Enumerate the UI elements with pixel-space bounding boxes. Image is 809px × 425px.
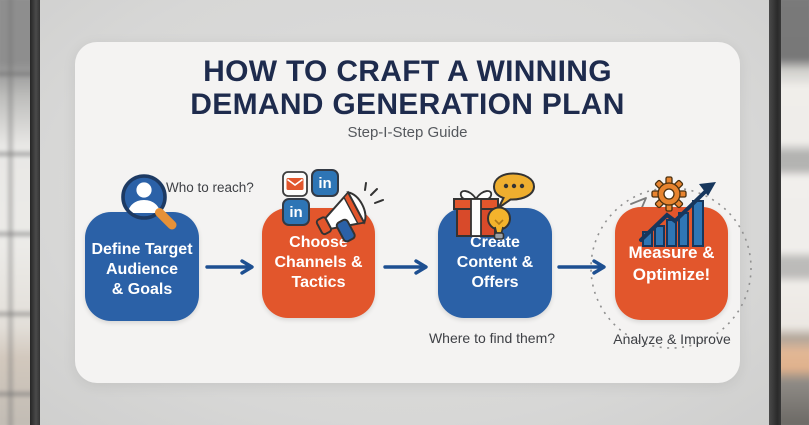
poster-card: HOW TO CRAFT A WINNING DEMAND GENERATION… [75, 42, 752, 383]
step4-line1: Measure & [628, 242, 715, 262]
flow-arrow-3 [557, 259, 611, 280]
linkedin-text: in [289, 203, 303, 221]
board-frame-right [769, 0, 781, 425]
title-line-2: DEMAND GENERATION PLAN [190, 88, 625, 121]
lightbulb-icon [484, 205, 514, 248]
flow-arrow-1 [205, 259, 259, 280]
linkedin-text: in [318, 174, 332, 192]
linkedin-icon: in [282, 198, 310, 226]
linkedin-icon: in [311, 169, 339, 197]
step3-line3: Offers [471, 274, 519, 291]
growth-chart-icon [638, 176, 728, 257]
step1-line1: Define Target [91, 240, 193, 258]
step2-line1: Choose [289, 234, 348, 251]
step2-line3: Tactics [291, 274, 346, 291]
background-window-left [0, 0, 31, 425]
annotation-analyze-improve: Analyze & Improve [613, 331, 731, 347]
megaphone-icon [308, 182, 390, 249]
step3-line1: Create [470, 234, 520, 251]
step2-line2: Channels & [274, 254, 363, 271]
step-box-define-target: Define Target Audience & Goals [85, 212, 199, 321]
title-line-1: HOW TO CRAFT A WINNING [203, 55, 612, 88]
step1-line3: & Goals [111, 280, 173, 298]
page-subtitle: Step-I-Step Guide [347, 124, 468, 141]
step4-line2: Optimize! [632, 264, 711, 284]
background-window-right [781, 0, 809, 425]
user-search-icon [114, 168, 182, 241]
step3-line2: Content & [456, 254, 534, 271]
annotation-who-to-reach: Who to reach? [166, 180, 254, 195]
flow-arrow-2 [383, 259, 433, 280]
email-icon [282, 171, 308, 202]
gear-icon [651, 176, 687, 212]
board-frame-left [30, 0, 40, 425]
page-title: HOW TO CRAFT A WINNING DEMAND GENERATION… [75, 55, 740, 121]
annotation-where-to-find: Where to find them? [428, 330, 556, 346]
step1-line2: Audience [105, 260, 178, 278]
